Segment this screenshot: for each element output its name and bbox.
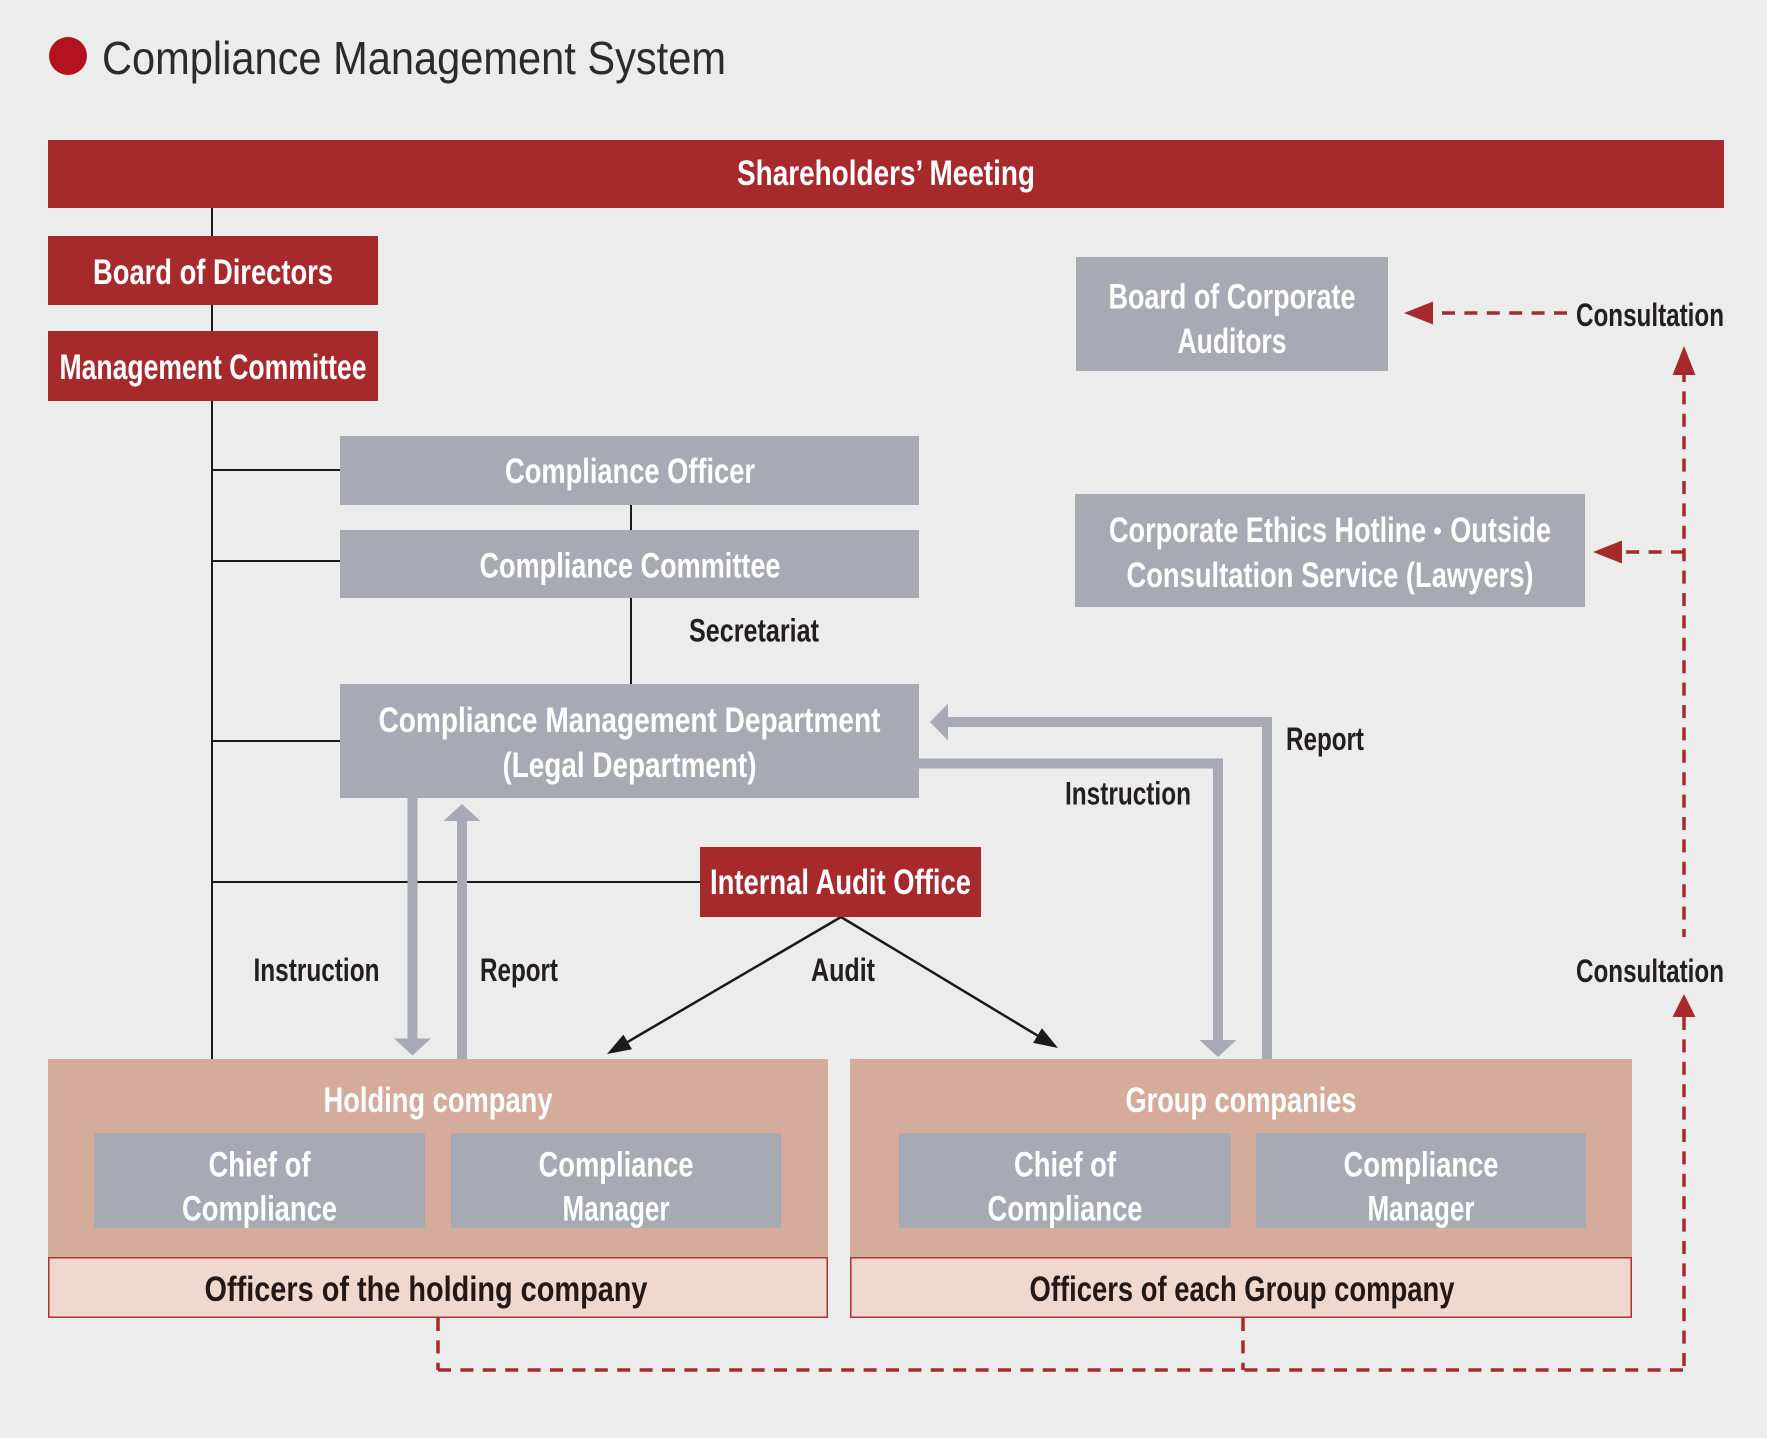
svg-text:Consultation: Consultation <box>1576 297 1724 333</box>
svg-text:Consultation Service (Lawyers): Consultation Service (Lawyers) <box>1127 556 1534 595</box>
svg-text:Instruction: Instruction <box>1065 776 1191 812</box>
svg-text:Compliance Management System: Compliance Management System <box>102 32 726 84</box>
svg-text:Officers of the holding compan: Officers of the holding company <box>205 1270 648 1309</box>
svg-text:Holding company: Holding company <box>324 1081 553 1120</box>
svg-text:Compliance Officer: Compliance Officer <box>505 452 755 491</box>
svg-text:Corporate Ethics Hotline · Out: Corporate Ethics Hotline · Outside <box>1109 511 1551 550</box>
svg-text:(Legal Department): (Legal Department) <box>503 746 757 785</box>
svg-text:Report: Report <box>480 952 558 988</box>
svg-text:Report: Report <box>1286 721 1364 757</box>
svg-text:Compliance Committee: Compliance Committee <box>480 547 781 586</box>
svg-text:Shareholders’ Meeting: Shareholders’ Meeting <box>737 154 1035 193</box>
svg-text:Officers of each Group company: Officers of each Group company <box>1030 1270 1455 1309</box>
svg-text:Manager: Manager <box>563 1190 670 1229</box>
svg-text:Chief of: Chief of <box>1014 1146 1116 1185</box>
svg-text:Internal Audit Office: Internal Audit Office <box>710 863 971 902</box>
svg-text:Group companies: Group companies <box>1126 1081 1357 1120</box>
svg-text:Audit: Audit <box>811 952 875 988</box>
svg-text:Compliance: Compliance <box>182 1190 337 1229</box>
svg-text:Secretariat: Secretariat <box>689 613 819 649</box>
svg-text:Board of Directors: Board of Directors <box>93 253 333 292</box>
svg-text:Compliance: Compliance <box>1344 1146 1499 1185</box>
svg-text:Management Committee: Management Committee <box>60 348 367 387</box>
svg-text:Compliance: Compliance <box>539 1146 694 1185</box>
svg-text:Instruction: Instruction <box>254 952 380 988</box>
svg-text:Consultation: Consultation <box>1576 953 1724 989</box>
svg-text:Compliance: Compliance <box>988 1190 1143 1229</box>
svg-text:Auditors: Auditors <box>1178 322 1287 361</box>
svg-text:Board of Corporate: Board of Corporate <box>1109 278 1356 317</box>
svg-text:Compliance Management Departme: Compliance Management Department <box>379 701 881 740</box>
svg-text:Chief of: Chief of <box>209 1146 311 1185</box>
svg-text:Manager: Manager <box>1368 1190 1475 1229</box>
